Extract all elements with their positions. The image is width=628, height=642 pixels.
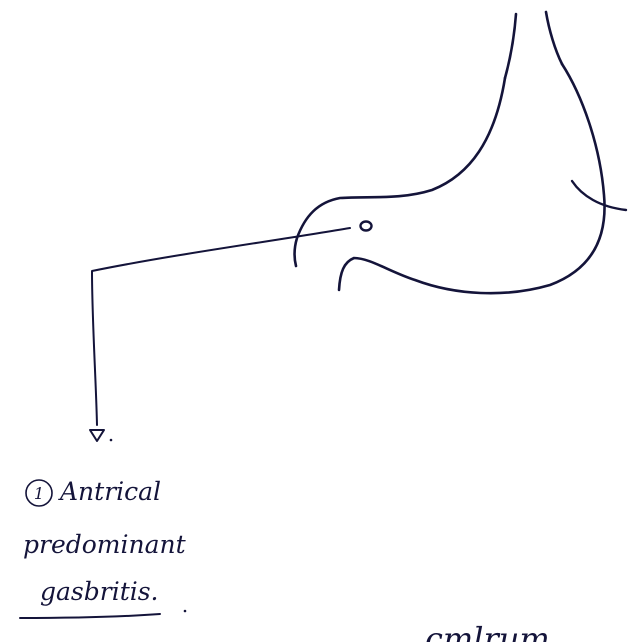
stray-dot xyxy=(184,610,187,613)
fundus-line xyxy=(572,181,626,210)
stomach-lesser-curvature xyxy=(295,78,505,266)
pylorus-marker xyxy=(361,222,372,231)
label-line-1: Antrical xyxy=(58,477,161,506)
label-number: 1 xyxy=(34,484,44,503)
pointer-line xyxy=(92,228,350,425)
label-line-2: predominant xyxy=(23,530,187,559)
arrow-dot xyxy=(110,439,113,442)
stomach-greater-curvature xyxy=(339,64,605,293)
label-underline xyxy=(20,614,160,618)
esophagus-left-wall xyxy=(505,14,516,78)
label-line-3: gasbritis. xyxy=(40,577,159,606)
esophagus-right-wall xyxy=(546,12,562,64)
bottom-cropped-text: cmlrum. xyxy=(425,620,560,642)
pointer-arrowhead xyxy=(90,430,104,441)
